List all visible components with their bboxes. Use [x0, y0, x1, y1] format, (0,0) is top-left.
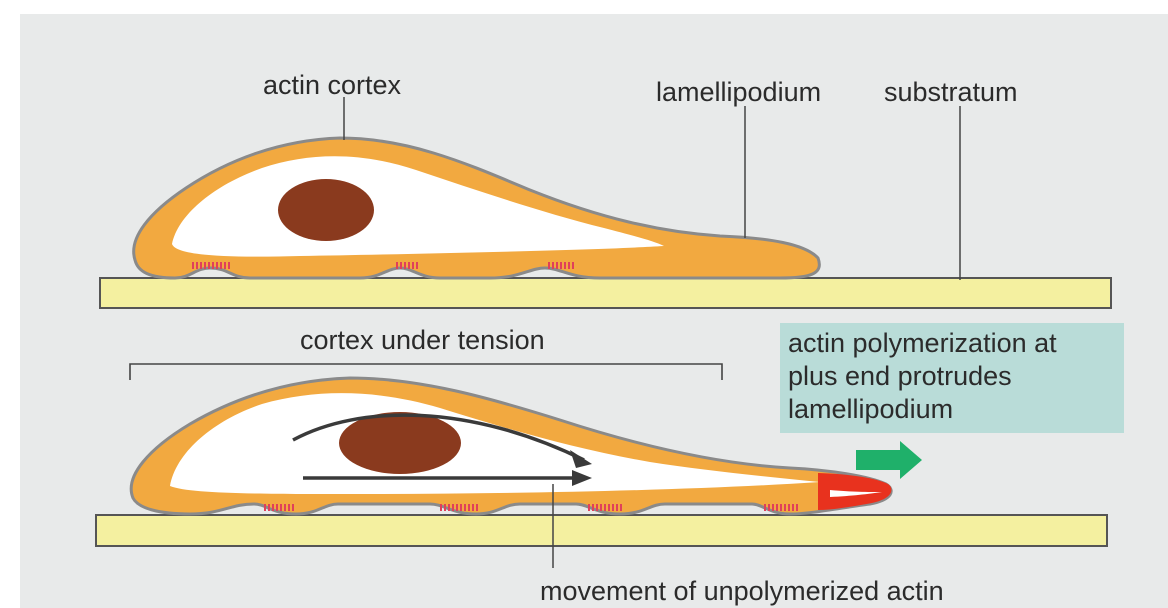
label-actin-cortex: actin cortex [263, 70, 401, 100]
label-cortex-under-tension: cortex under tension [300, 325, 545, 355]
tension-bracket [130, 364, 722, 380]
bottom-adhesion-3 [586, 504, 624, 511]
polymerization-note-line-3: lamellipodium [788, 393, 1116, 426]
substratum-bottom [96, 515, 1107, 546]
polymerization-note-line-2: plus end protrudes [788, 360, 1116, 393]
top-adhesion-2 [396, 262, 420, 269]
bottom-adhesion-4 [762, 504, 798, 511]
substratum-top [100, 278, 1111, 308]
top-nucleus [278, 179, 374, 241]
label-movement: movement of unpolymerized actin [540, 576, 944, 606]
polymerizing-tip [818, 473, 891, 510]
bottom-adhesion-1 [262, 504, 296, 511]
bottom-adhesion-2 [440, 504, 480, 511]
top-adhesion-1 [192, 262, 230, 269]
bottom-nucleus [339, 412, 461, 474]
label-substratum: substratum [884, 77, 1018, 107]
polymerization-note-line-1: actin polymerization at [788, 327, 1116, 360]
top-adhesion-3 [546, 262, 574, 269]
label-lamellipodium: lamellipodium [656, 77, 821, 107]
polymerization-note: actin polymerization at plus end protrud… [780, 323, 1124, 433]
direction-arrow [856, 441, 922, 479]
